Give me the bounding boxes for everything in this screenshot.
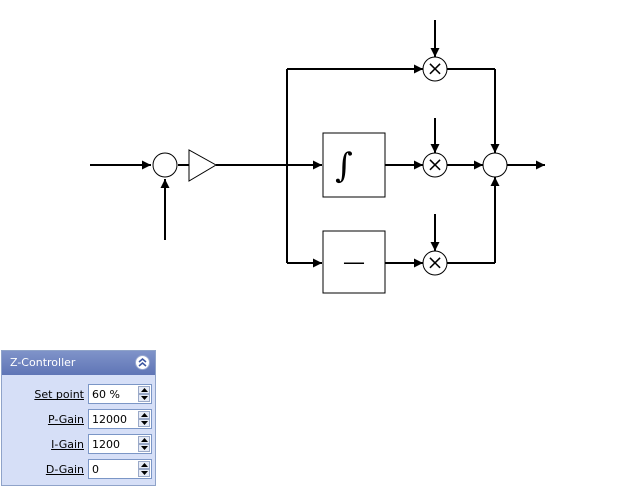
arrow-up-icon xyxy=(141,463,148,467)
i-gain-spinner[interactable] xyxy=(138,436,150,452)
d-gain-up-button[interactable] xyxy=(138,461,150,469)
p-gain-input[interactable]: 12000 xyxy=(88,409,152,429)
p-gain-label: P-Gain xyxy=(47,413,84,426)
set-point-input[interactable]: 60 % xyxy=(88,384,152,404)
p-gain-spinner[interactable] xyxy=(138,411,150,427)
i-gain-input[interactable]: 1200 xyxy=(88,434,152,454)
p-gain-down-button[interactable] xyxy=(138,419,150,427)
p-gain-value: 12000 xyxy=(92,413,127,426)
panel-header: Z-Controller xyxy=(2,351,155,375)
set-point-row: Set point 60 % xyxy=(2,384,157,406)
differentiator-block xyxy=(322,230,386,294)
d-gain-down-button[interactable] xyxy=(138,469,150,477)
integrator-block xyxy=(322,132,386,198)
d-gain-spinner[interactable] xyxy=(138,461,150,477)
arrow-up-icon xyxy=(141,388,148,392)
set-point-down-button[interactable] xyxy=(138,394,150,402)
d-gain-value: 0 xyxy=(92,463,99,476)
p-multiply-symbol: × xyxy=(427,56,444,80)
error-summing-junction xyxy=(152,152,178,178)
collapse-button[interactable] xyxy=(135,355,150,370)
arrow-up-icon xyxy=(141,438,148,442)
arrow-down-icon xyxy=(141,421,148,425)
panel-title: Z-Controller xyxy=(10,356,76,369)
i-gain-up-button[interactable] xyxy=(138,436,150,444)
integral-symbol: ∫ xyxy=(335,146,353,186)
set-point-spinner[interactable] xyxy=(138,386,150,402)
set-point-value: 60 % xyxy=(92,388,120,401)
derivative-symbol: — xyxy=(343,250,365,275)
i-gain-down-button[interactable] xyxy=(138,444,150,452)
d-multiplier xyxy=(422,250,448,276)
arrow-down-icon xyxy=(141,396,148,400)
i-gain-row: I-Gain 1200 xyxy=(2,434,157,456)
gain-triangle xyxy=(188,149,218,182)
arrow-up-icon xyxy=(141,413,148,417)
set-point-label: Set point xyxy=(34,388,84,401)
d-multiply-symbol: × xyxy=(427,250,444,274)
z-controller-panel: Z-Controller Set point 60 % P-Gain 12000 xyxy=(1,350,156,486)
p-gain-up-button[interactable] xyxy=(138,411,150,419)
pid-block-diagram: ∫ — × × × xyxy=(90,20,545,294)
p-multiplier xyxy=(422,56,448,82)
chevron-up-double-icon xyxy=(138,358,147,367)
i-gain-value: 1200 xyxy=(92,438,120,451)
i-multiplier xyxy=(422,152,448,178)
d-gain-row: D-Gain 0 xyxy=(2,459,157,481)
set-point-up-button[interactable] xyxy=(138,386,150,394)
arrow-down-icon xyxy=(141,471,148,475)
i-multiply-symbol: × xyxy=(427,152,444,176)
i-gain-label: I-Gain xyxy=(51,438,84,451)
p-gain-row: P-Gain 12000 xyxy=(2,409,157,431)
d-gain-input[interactable]: 0 xyxy=(88,459,152,479)
output-summing-junction xyxy=(482,152,508,178)
d-gain-label: D-Gain xyxy=(45,463,84,476)
arrow-down-icon xyxy=(141,446,148,450)
